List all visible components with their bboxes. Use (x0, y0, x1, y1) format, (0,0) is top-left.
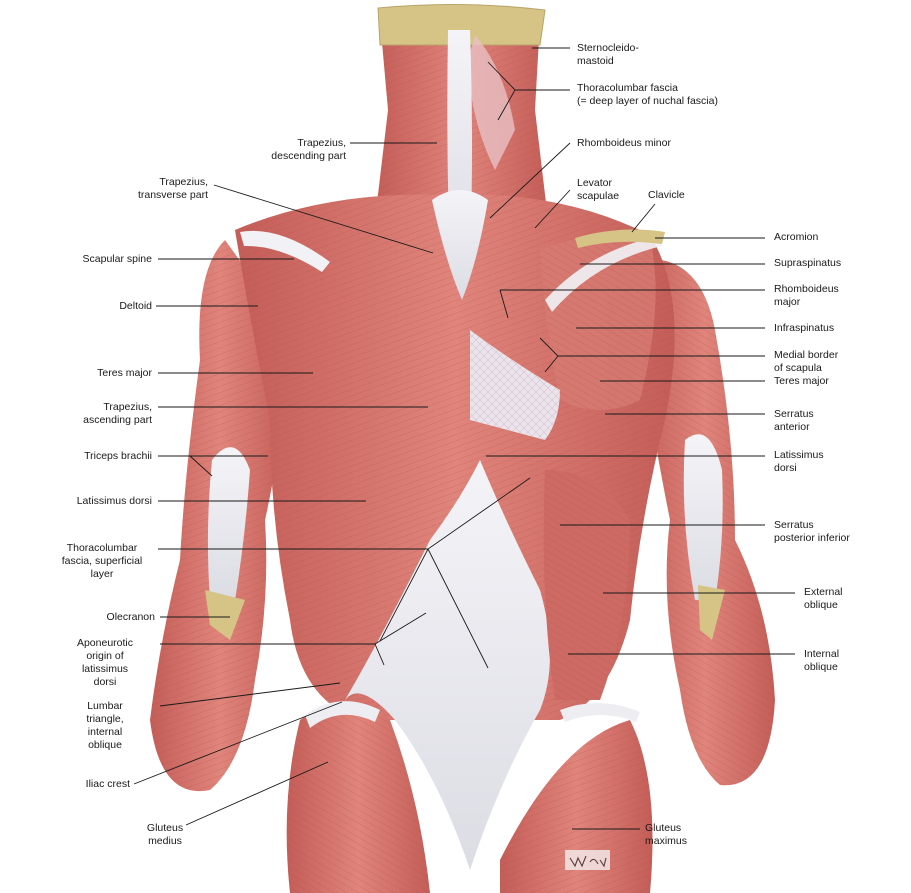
label-external-oblique: External oblique (804, 586, 843, 611)
label-serratus-anterior: Serratus anterior (774, 408, 814, 433)
label-triceps-brachii: Triceps brachii (84, 450, 152, 462)
label-medial-border-of-scapula: Medial border of scapula (774, 349, 839, 374)
label-gluteus-maximus: Gluteus maximus (645, 822, 688, 847)
label-lumbar-triangle: Lumbar triangle, internal oblique (86, 700, 124, 751)
leader-rhomboideus-minor (489, 142, 571, 219)
leader-gluteus-medius (185, 761, 329, 826)
label-scapular-spine: Scapular spine (82, 253, 152, 265)
label-deltoid: Deltoid (119, 300, 152, 312)
leader-lumbar-triangle (159, 682, 341, 707)
label-iliac-crest: Iliac crest (85, 778, 130, 790)
label-olecranon: Olecranon (106, 611, 155, 623)
label-levator-scapulae: Levator scapulae (577, 177, 620, 202)
label-trapezius-descending: Trapezius, descending part (271, 137, 346, 162)
label-sternocleidomastoid: Sternocleido- mastoid (577, 42, 639, 67)
label-rhomboideus-major: Rhomboideus major (774, 283, 839, 308)
torso-muscles (235, 30, 675, 870)
label-rhomboideus-minor: Rhomboideus minor (577, 137, 671, 149)
left-arm-muscles (150, 240, 290, 792)
leader-lines (133, 47, 795, 830)
leader-trapezius-transverse (213, 184, 434, 254)
label-supraspinatus: Supraspinatus (774, 257, 842, 269)
label-clavicle: Clavicle (648, 189, 685, 201)
label-thoracolumbar-fascia-superficial: Thoracolumbar fascia, superficial layer (61, 542, 143, 580)
leader-iliac-crest (133, 701, 343, 785)
label-internal-oblique: Internal oblique (804, 648, 840, 673)
leader-clavicle (631, 203, 656, 233)
label-teres-major-left: Teres major (97, 367, 152, 379)
label-thoracolumbar-fascia-deep: Thoracolumbar fascia (= deep layer of nu… (577, 82, 718, 107)
label-serratus-posterior-inferior: Serratus posterior inferior (774, 519, 850, 544)
label-aponeurotic-origin: Aponeurotic origin of latissimus dorsi (76, 637, 134, 688)
label-trapezius-ascending: Trapezius, ascending part (83, 401, 152, 426)
label-latissimus-dorsi-right: Latissimus dorsi (774, 449, 824, 474)
label-gluteus-medius: Gluteus medius (146, 822, 184, 847)
leader-levator-scapulae (534, 189, 571, 229)
gluteal-muscles (286, 701, 653, 893)
label-trapezius-transverse: Trapezius, transverse part (137, 176, 208, 201)
artist-signature (565, 850, 610, 870)
label-infraspinatus: Infraspinatus (774, 322, 835, 334)
label-latissimus-dorsi-left: Latissimus dorsi (76, 495, 152, 507)
label-acromion: Acromion (774, 231, 819, 243)
label-teres-major-right: Teres major (774, 375, 829, 387)
